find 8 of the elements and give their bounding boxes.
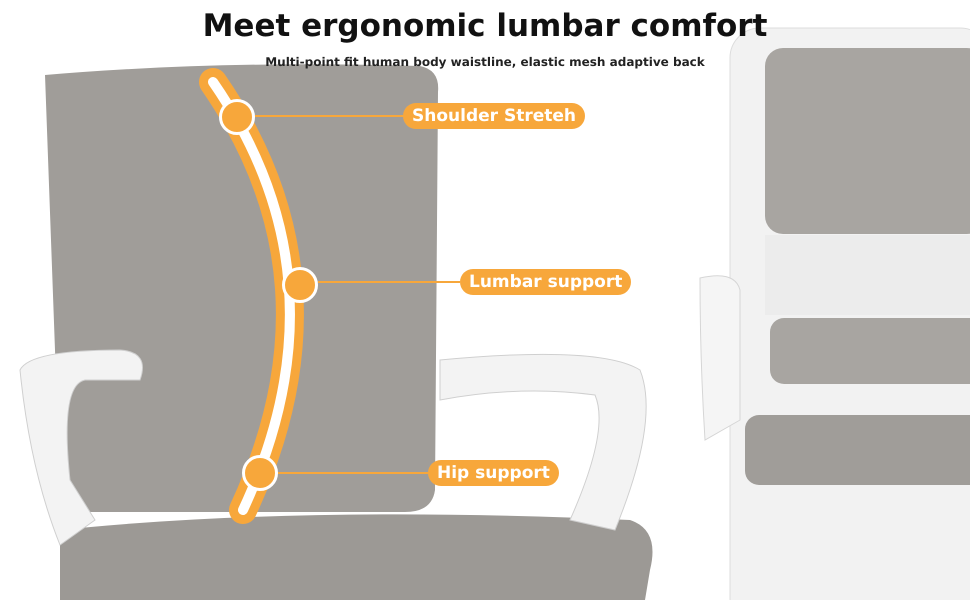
title: Meet ergonomic lumbar comfort xyxy=(202,8,768,44)
callout-label: Lumbar support xyxy=(460,269,632,295)
leader-line xyxy=(278,472,428,474)
subtitle: Multi-point fit human body waistline, elastic mesh adaptive back xyxy=(264,55,706,69)
callout-label: Shoulder Streteh xyxy=(403,103,585,129)
callout-label: Hip support xyxy=(428,460,559,486)
leader-line xyxy=(255,115,403,117)
leader-line xyxy=(318,281,460,283)
